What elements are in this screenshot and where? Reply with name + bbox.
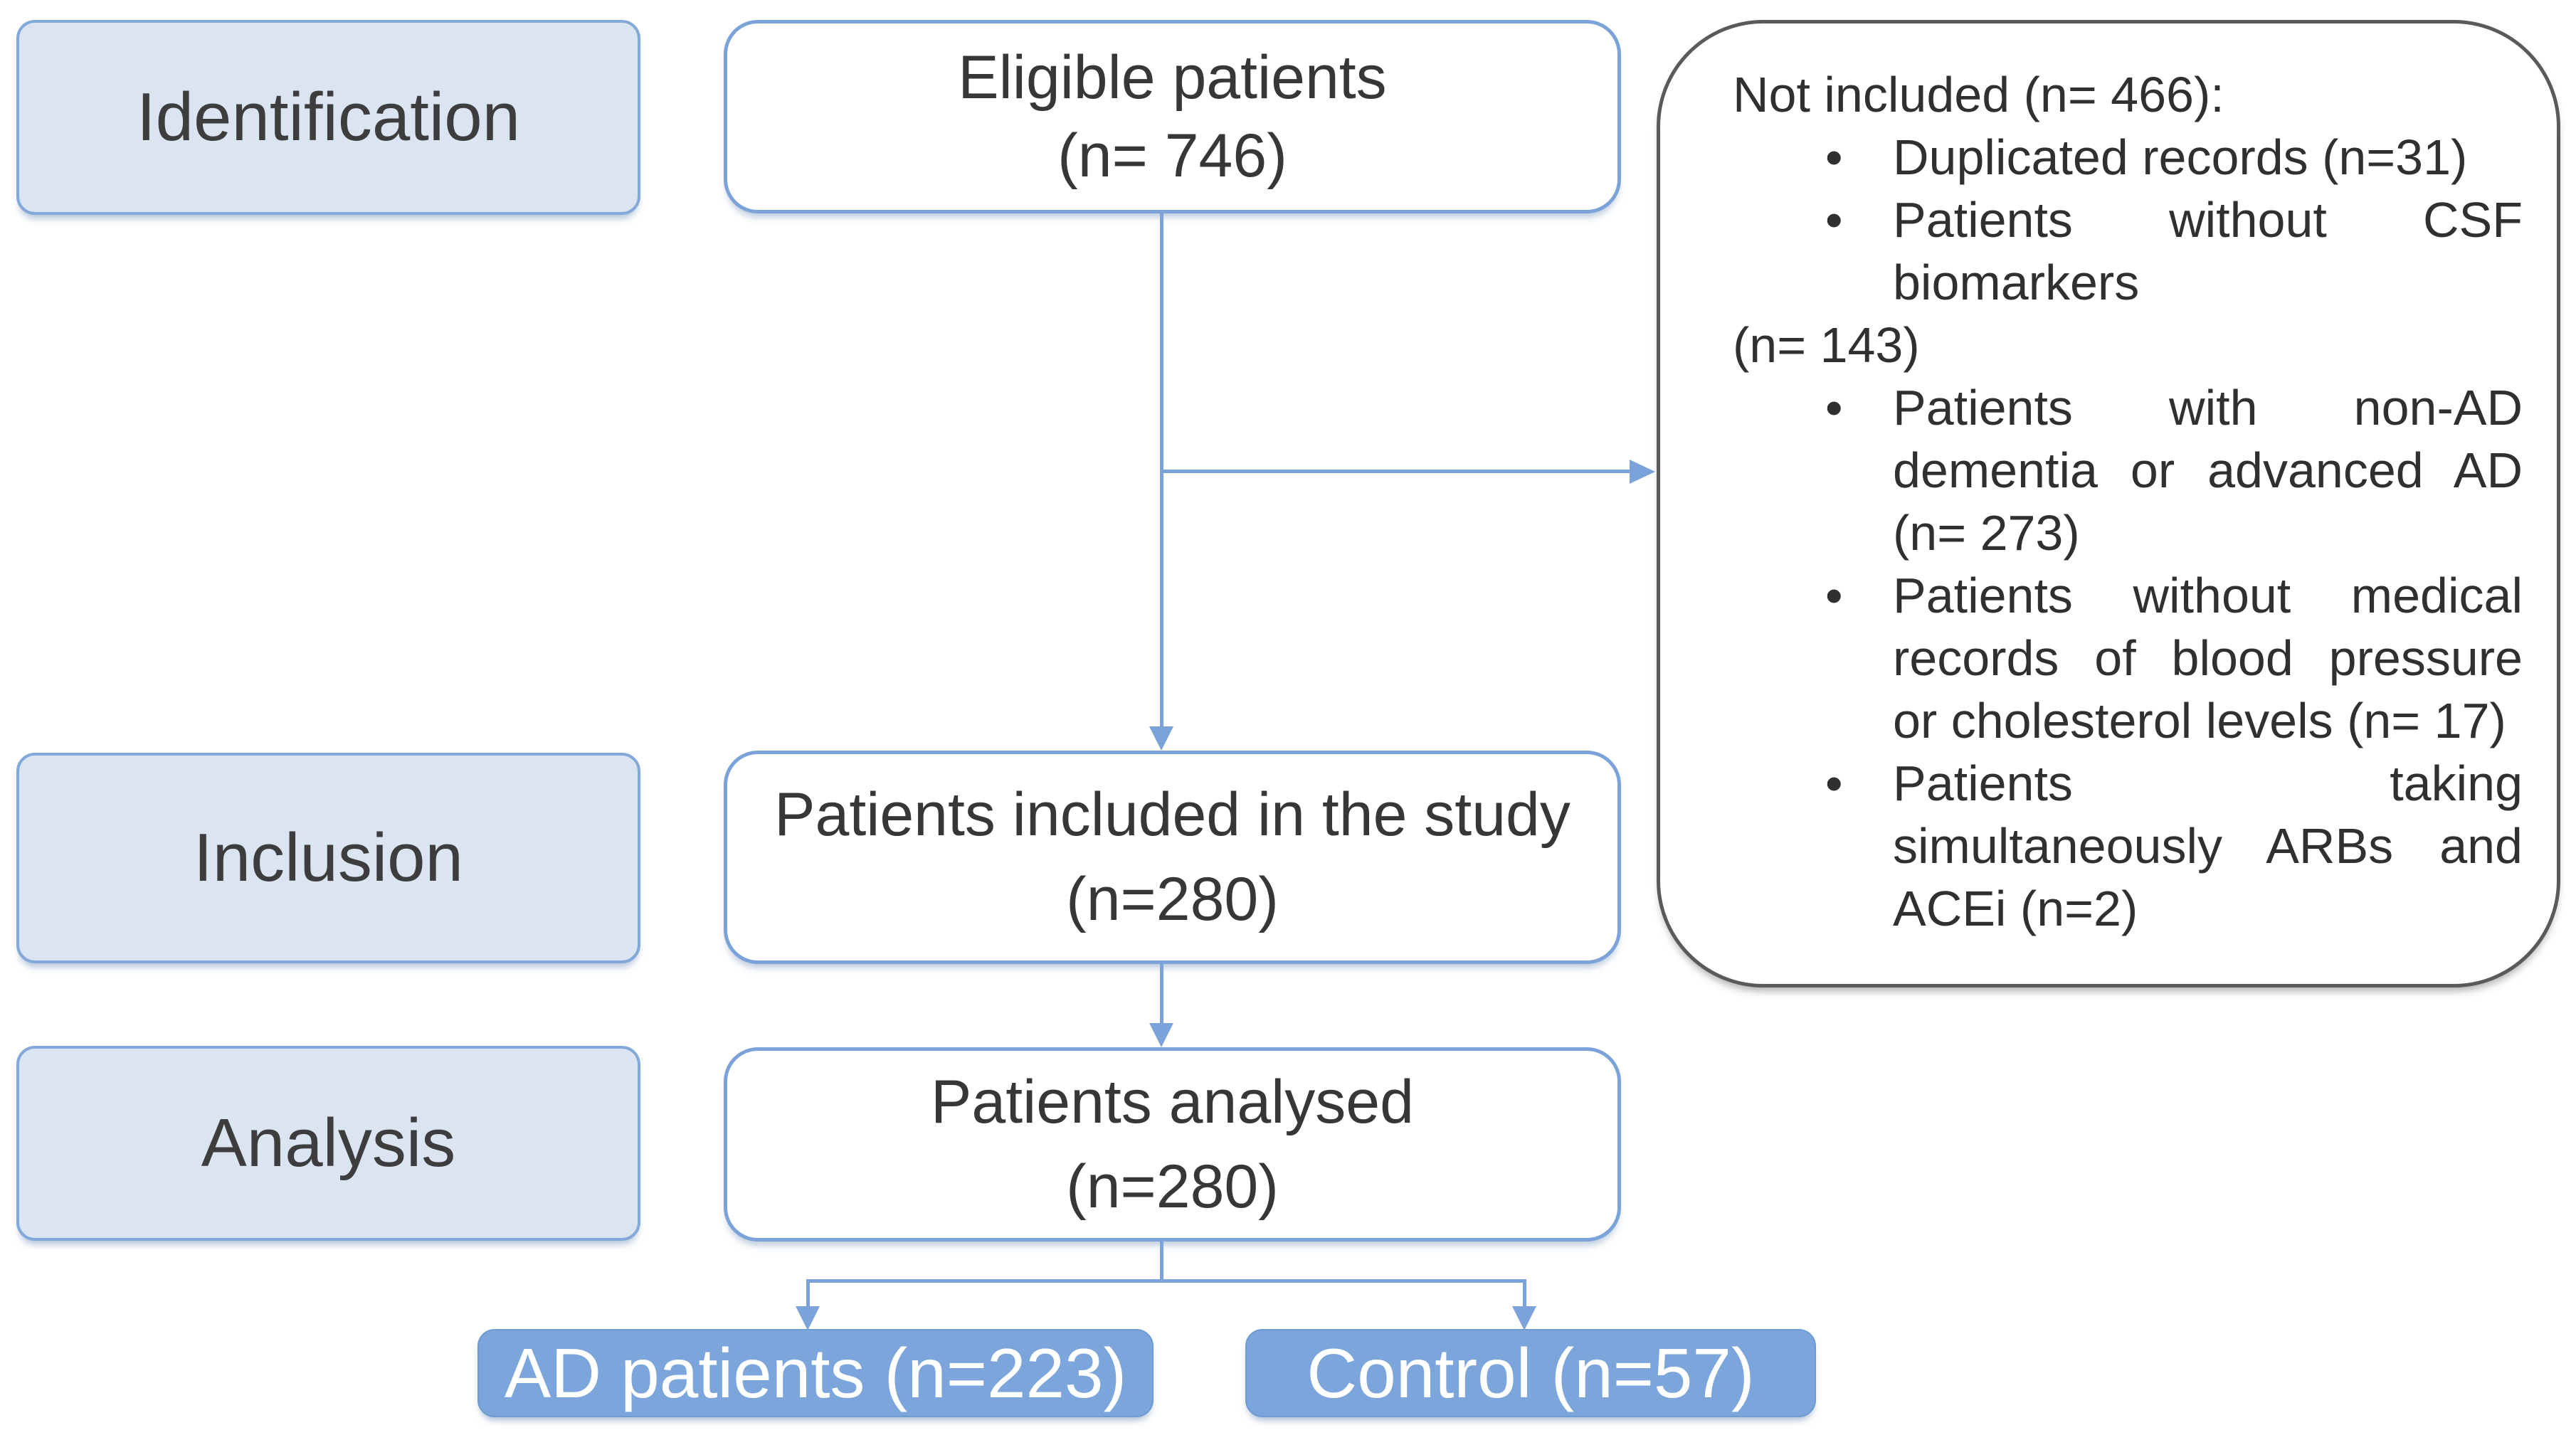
stage-label-analysis: Analysis bbox=[201, 1105, 456, 1181]
bullet-line: Duplicated records (n=31) bbox=[1893, 129, 2468, 185]
bullet-line: Patients with non-AD bbox=[1893, 380, 2523, 435]
included-patients-title: Patients included in the study bbox=[774, 780, 1571, 849]
bullet-line: records of blood pressure bbox=[1893, 630, 2523, 686]
arrowhead-down-icon bbox=[1149, 1023, 1173, 1047]
eligible-patients-count: (n= 746) bbox=[1057, 122, 1287, 190]
branch-horizontal-line bbox=[806, 1279, 1526, 1283]
branch-stem-line bbox=[1160, 1241, 1163, 1281]
bullet-line: or cholesterol levels (n= 17) bbox=[1893, 693, 2506, 748]
analysed-patients-count: (n=280) bbox=[1066, 1152, 1279, 1221]
arrowhead-down-icon bbox=[796, 1306, 820, 1330]
bullet-line: Patients taking bbox=[1893, 756, 2523, 811]
exclusion-bullet-no-records: • Patients without medical records of bl… bbox=[1733, 564, 2523, 752]
bullet-line: Patients without medical bbox=[1893, 568, 2523, 623]
bullet-line: ACEi (n=2) bbox=[1893, 881, 2138, 936]
bullet-line: biomarkers bbox=[1893, 255, 2140, 310]
stage-label-inclusion: Inclusion bbox=[194, 820, 463, 896]
analysed-patients-box: Patients analysed (n=280) bbox=[724, 1047, 1621, 1241]
not-included-header: Not included (n= 466): bbox=[1733, 67, 2224, 122]
arrowhead-right-icon bbox=[1630, 460, 1655, 484]
bullet-line: Patients without CSF bbox=[1893, 192, 2523, 248]
analysed-patients-title: Patients analysed bbox=[931, 1067, 1414, 1136]
stage-box-identification: Identification bbox=[16, 20, 640, 215]
included-patients-count: (n=280) bbox=[1066, 865, 1279, 933]
bullet-line: dementia or advanced AD bbox=[1893, 443, 2523, 498]
branch-left-drop-line bbox=[806, 1279, 810, 1308]
stage-box-inclusion: Inclusion bbox=[16, 753, 640, 963]
ad-patients-label: AD patients (n=223) bbox=[504, 1333, 1127, 1412]
connector-included-to-analysed-line bbox=[1160, 964, 1163, 1024]
exclusion-bullet-csf: • Patients without CSF biomarkers bbox=[1733, 189, 2523, 314]
stray-count-line: (n= 143) bbox=[1733, 317, 1920, 373]
bullet-line: (n= 273) bbox=[1893, 505, 2080, 561]
bullet-dot-icon: • bbox=[1825, 568, 1843, 623]
bullet-dot-icon: • bbox=[1825, 192, 1843, 248]
not-included-panel: Not included (n= 466): • Duplicated reco… bbox=[1657, 20, 2560, 987]
arrowhead-down-icon bbox=[1149, 726, 1173, 751]
bullet-line: simultaneously ARBs and bbox=[1893, 818, 2523, 874]
bullet-dot-icon: • bbox=[1825, 380, 1843, 435]
stage-label-identification: Identification bbox=[136, 79, 520, 155]
exclusion-bullet-duplicated: • Duplicated records (n=31) bbox=[1733, 126, 2523, 189]
arrowhead-down-icon bbox=[1512, 1306, 1536, 1330]
branch-right-drop-line bbox=[1523, 1279, 1526, 1308]
control-box: Control (n=57) bbox=[1245, 1329, 1816, 1417]
exclusion-bullet-arbs-acei: • Patients taking simultaneously ARBs an… bbox=[1733, 752, 2523, 940]
bullet-dot-icon: • bbox=[1825, 756, 1843, 811]
exclusion-bullet-non-ad: • Patients with non-AD dementia or advan… bbox=[1733, 376, 2523, 564]
bullet-dot-icon: • bbox=[1825, 129, 1843, 185]
included-patients-box: Patients included in the study (n=280) bbox=[724, 751, 1621, 964]
stage-box-analysis: Analysis bbox=[16, 1046, 640, 1241]
eligible-patients-title: Eligible patients bbox=[958, 43, 1387, 112]
eligible-patients-box: Eligible patients (n= 746) bbox=[724, 20, 1621, 213]
control-label: Control (n=57) bbox=[1307, 1333, 1755, 1412]
connector-to-exclusions-line bbox=[1160, 470, 1630, 473]
ad-patients-box: AD patients (n=223) bbox=[477, 1329, 1154, 1417]
